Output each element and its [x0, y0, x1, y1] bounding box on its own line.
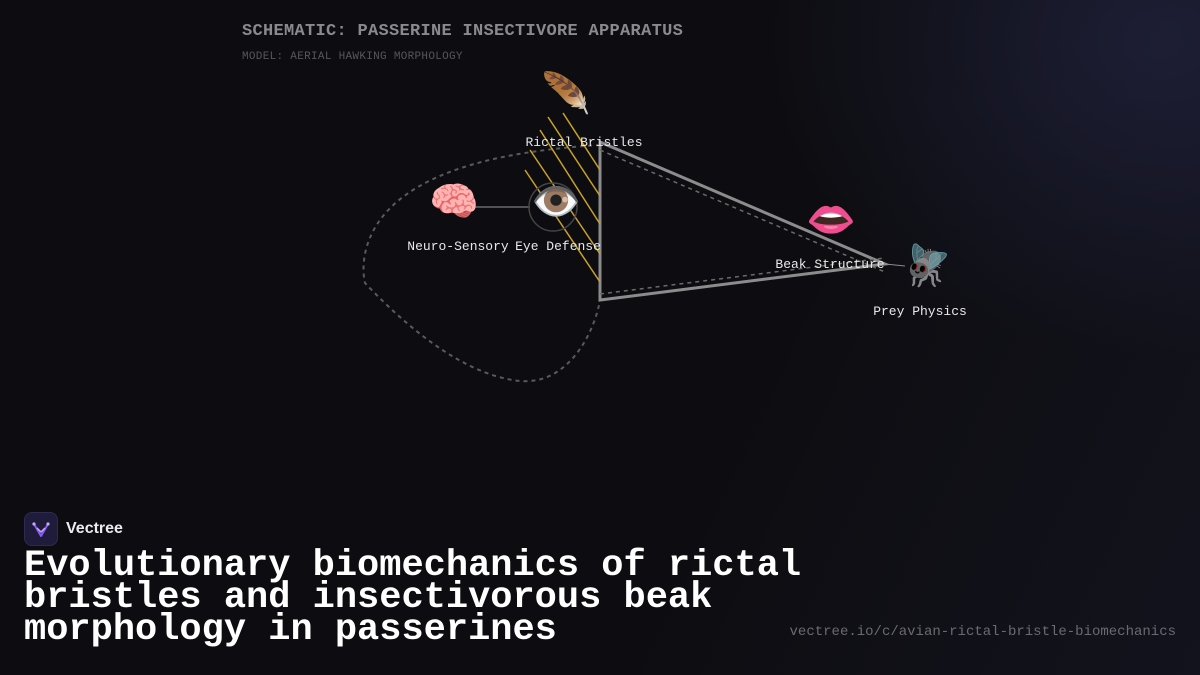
- vectree-logo-icon: [24, 512, 58, 546]
- prey-link: [884, 263, 906, 267]
- page-headline: Evolutionary biomechanics of rictal bris…: [24, 545, 802, 651]
- eye-icon: 👁️: [531, 179, 581, 225]
- feather-icon: 🪶: [541, 71, 591, 117]
- beak-structure-label: Beak Structure: [775, 257, 885, 272]
- head-outline: [362, 144, 601, 383]
- eye-ring: [528, 182, 578, 232]
- mouth-icon: 👄: [806, 197, 856, 243]
- schematic-subtitle: MODEL: AERIAL HAWKING MORPHOLOGY: [242, 51, 463, 63]
- prey-physics-label: Prey Physics: [873, 304, 967, 319]
- beak-gape-line: [599, 149, 886, 273]
- neuro-sensory-label: Neuro-Sensory: [407, 239, 509, 254]
- eye-defense-label: Eye Defense: [515, 239, 601, 254]
- beak-outline: [598, 139, 891, 302]
- source-url[interactable]: vectree.io/c/avian-rictal-bristle-biomec…: [789, 624, 1176, 640]
- brain-icon: 🧠: [429, 179, 479, 225]
- brand[interactable]: Vectree: [24, 512, 123, 546]
- fly-icon: 🪰: [902, 243, 952, 289]
- schematic-title: SCHEMATIC: PASSERINE INSECTIVORE APPARAT…: [242, 22, 684, 41]
- rictal-bristles-label: Rictal Bristles: [525, 135, 643, 150]
- brand-name: Vectree: [66, 520, 123, 537]
